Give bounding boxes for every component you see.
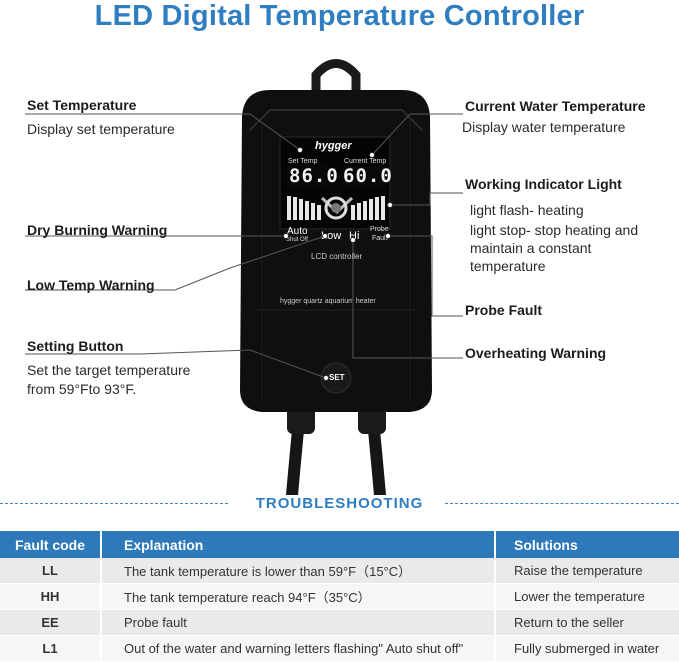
hi-indicator: Hi	[349, 230, 360, 242]
set-temp-display: 86.0	[289, 165, 339, 187]
solution: Lower the temperature	[495, 583, 679, 610]
setting-button-label: Setting Button	[27, 338, 124, 354]
probe-indicator: Probe	[370, 226, 389, 233]
set-button[interactable]: SET	[329, 373, 345, 382]
explanation: Out of the water and warning letters fla…	[101, 635, 496, 662]
solution: Return to the seller	[495, 609, 679, 636]
column-header: Explanation	[101, 531, 496, 558]
set-temp-caption: Set Temp	[288, 158, 318, 165]
shut-off-indicator: Shut Off	[286, 237, 308, 243]
troubleshooting-table: Fault code Explanation Solutions LL The …	[0, 531, 679, 662]
working-indicator-desc-1: light flash- heating	[470, 202, 584, 218]
column-header: Solutions	[495, 531, 679, 558]
dry-burning-label: Dry Burning Warning	[27, 222, 168, 238]
lcd-label: LCD controller	[311, 252, 363, 261]
working-indicator-desc-3: maintain a constant	[470, 240, 592, 256]
page-title: LED Digital Temperature Controller	[94, 0, 585, 32]
low-indicator: Low	[321, 230, 342, 242]
explanation: The tank temperature reach 94°F（35°C）	[101, 583, 496, 610]
explanation: Probe fault	[101, 609, 496, 636]
current-water-temp-label: Current Water Temperature	[465, 98, 646, 114]
fault-code: EE	[0, 609, 102, 636]
controller-device	[240, 59, 432, 495]
set-temperature-desc: Display set temperature	[27, 121, 175, 137]
setting-button-desc-2: from 59°Fto 93°F.	[27, 381, 137, 397]
table-row: EE Probe fault Return to the seller	[0, 609, 679, 636]
solution: Fully submerged in water	[495, 635, 679, 662]
product-label: hygger quartz aquarium heater	[280, 298, 376, 305]
troubleshooting-heading: TROUBLESHOOTING	[255, 495, 424, 512]
callout-lines	[25, 113, 463, 381]
setting-button-desc-1: Set the target temperature	[27, 362, 191, 378]
working-indicator-label: Working Indicator Light	[465, 176, 622, 192]
fault-code: HH	[0, 583, 102, 610]
working-indicator-desc-2: light stop- stop heating and	[470, 222, 639, 238]
fault-code: L1	[0, 635, 102, 662]
divider-right	[445, 503, 679, 505]
working-indicator-desc-4: temperature	[470, 258, 546, 274]
table-header-row: Fault code Explanation Solutions	[0, 531, 679, 558]
set-temperature-label: Set Temperature	[27, 97, 137, 113]
low-temp-label: Low Temp Warning	[27, 277, 155, 293]
probe-fault-label: Probe Fault	[465, 302, 543, 318]
fault-code: LL	[0, 558, 102, 584]
current-temp-display: 60.0	[343, 165, 393, 187]
current-temp-caption: Current Temp	[344, 158, 387, 165]
table-row: L1 Out of the water and warning letters …	[0, 635, 679, 662]
explanation: The tank temperature is lower than 59°F（…	[101, 558, 496, 584]
current-water-temp-desc: Display water temperature	[462, 119, 626, 135]
column-header: Fault code	[0, 531, 102, 558]
brand-logo: hygger	[315, 140, 352, 152]
fault-indicator: Fault	[372, 235, 388, 242]
table-row: LL The tank temperature is lower than 59…	[0, 558, 679, 584]
auto-indicator: Auto	[287, 226, 308, 237]
divider-left	[0, 503, 228, 505]
overheating-warning-label: Overheating Warning	[465, 345, 607, 361]
solution: Raise the temperature	[495, 558, 679, 584]
table-row: HH The tank temperature reach 94°F（35°C）…	[0, 583, 679, 610]
